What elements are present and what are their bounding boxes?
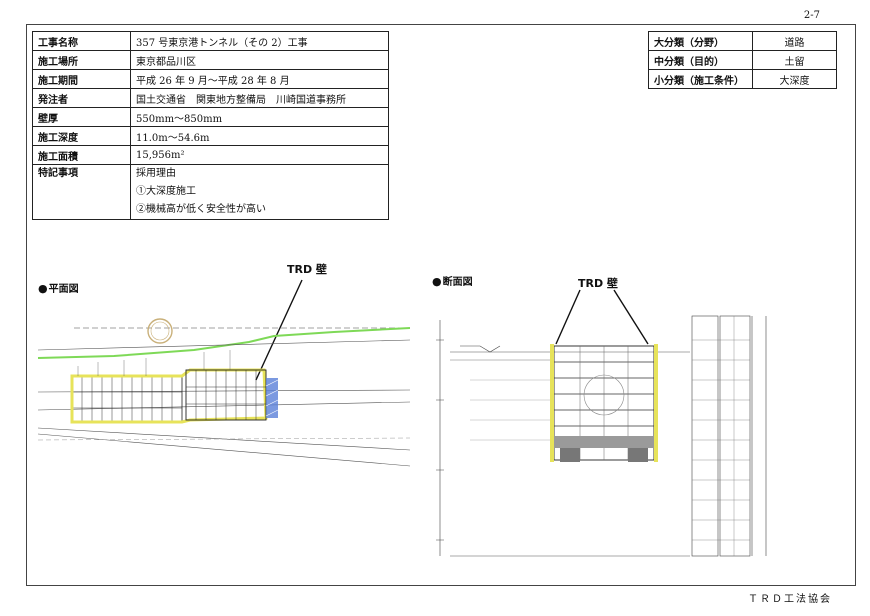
footer-org: ＴＲＤ工法協会: [748, 594, 832, 605]
row-value: 11.0m～54.6m: [130, 126, 389, 146]
row-label: 施工深度: [32, 126, 131, 146]
section-trd-label: TRD 壁: [578, 277, 618, 290]
page-number: 2-7: [803, 10, 820, 21]
class-label: 小分類（施工条件）: [648, 69, 753, 89]
row-label: 壁厚: [32, 107, 131, 127]
row-label: 施工面積: [32, 145, 131, 165]
row-value: 平成 26 年 9 月～平成 28 年 8 月: [130, 69, 389, 89]
table-row: 小分類（施工条件）大深度: [648, 69, 837, 89]
row-value: 15,956m²: [130, 145, 389, 165]
row-label: 施工期間: [32, 69, 131, 89]
class-label: 大分類（分野）: [648, 31, 753, 51]
class-value: 土留: [752, 50, 837, 70]
special-line: 採用理由: [136, 168, 176, 179]
row-value: 550mm～850mm: [130, 107, 389, 127]
special-line: ②機械高が低く安全性が高い: [136, 204, 266, 215]
plan-trd-label: TRD 壁: [287, 263, 327, 276]
page-frame: [26, 24, 856, 586]
section-view-drawing: [436, 289, 767, 557]
class-value: 大深度: [752, 69, 837, 89]
table-row: 発注者国土交通省 関東地方整備局 川崎国道事務所: [32, 88, 389, 108]
table-row: 大分類（分野）道路: [648, 31, 837, 51]
class-label: 中分類（目的）: [648, 50, 753, 70]
plan-view-drawing: [37, 279, 410, 467]
table-row: 施工期間平成 26 年 9 月～平成 28 年 8 月: [32, 69, 389, 89]
class-value: 道路: [752, 31, 837, 51]
table-row: 中分類（目的）土留: [648, 50, 837, 70]
plan-view-title: 平面図: [48, 284, 79, 295]
special-label: 特記事項: [32, 164, 131, 220]
special-notes: 採用理由 ①大深度施工 ②機械高が低く安全性が高い: [130, 164, 389, 220]
section-view-heading: ●断面図: [432, 273, 473, 288]
section-view-title: 断面図: [442, 277, 473, 288]
special-line: ①大深度施工: [136, 186, 196, 197]
bullet-icon: ●: [432, 275, 442, 288]
row-label: 工事名称: [32, 31, 131, 51]
row-label: 発注者: [32, 88, 131, 108]
row-value: 357 号東京港トンネル（その 2）工事: [130, 31, 389, 51]
row-label: 施工場所: [32, 50, 131, 70]
plan-view-heading: ●平面図: [38, 280, 79, 295]
row-value: 東京都品川区: [130, 50, 389, 70]
bullet-icon: ●: [38, 282, 48, 295]
table-row-special: 特記事項 採用理由 ①大深度施工 ②機械高が低く安全性が高い: [32, 164, 389, 220]
row-value: 国土交通省 関東地方整備局 川崎国道事務所: [130, 88, 389, 108]
classification-table: 大分類（分野）道路 中分類（目的）土留 小分類（施工条件）大深度: [648, 31, 837, 89]
table-row: 施工場所東京都品川区: [32, 50, 389, 70]
